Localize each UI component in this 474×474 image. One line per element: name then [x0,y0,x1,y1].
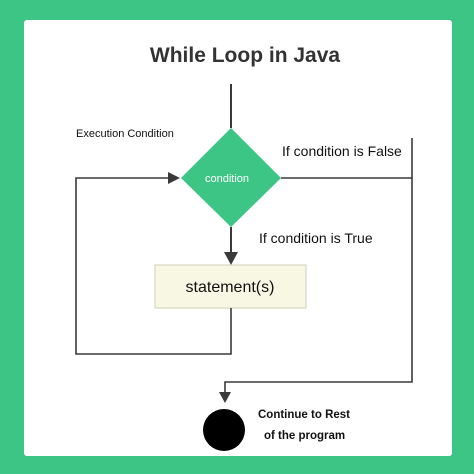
condition-diamond [181,128,281,227]
true-path-arrowhead [224,252,238,265]
diagram-card [24,20,452,456]
statement-box [154,264,307,309]
false-condition-label: If condition is False [282,143,402,159]
loop-back-arrowhead [168,172,180,184]
condition-text: condition [205,173,249,185]
loop-back-connector [75,177,232,355]
end-label-line2: of the program [264,430,345,442]
true-condition-label: If condition is True [259,230,373,246]
end-label-line1: Continue to Rest [258,409,350,421]
execution-condition-label: Execution Condition [76,128,174,140]
statement-text: statement(s) [186,279,275,296]
end-node [203,409,245,451]
false-path-arrowhead [219,392,231,403]
false-path-connector [224,177,413,394]
diagram-title: While Loop in Java [150,44,341,67]
